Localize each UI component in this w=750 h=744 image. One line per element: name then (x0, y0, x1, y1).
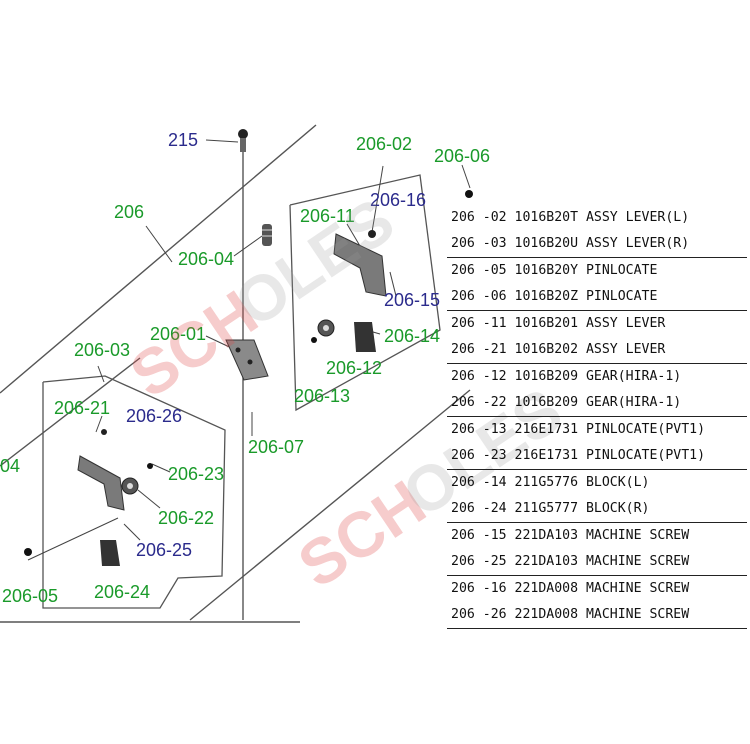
lower-assembly-box (42, 375, 226, 609)
part-206-01-bracket (225, 339, 269, 381)
parts-table-row: 206 -05 1016B20Y PINLOCATE (451, 263, 658, 278)
callout-labels: 215 206 206-02 206-06 206-16 206-11 206-… (0, 130, 490, 606)
callout-215: 215 (168, 130, 198, 150)
callout-206-03: 206-03 (74, 340, 130, 360)
parts-list-table: 206 -02 1016B20T ASSY LEVER(L) 206 -03 10… (447, 205, 747, 629)
part-206-21-lever (77, 429, 125, 511)
parts-table-row: 206 -22 1016B209 GEAR(HIRA-1) (447, 390, 747, 417)
callout-206-23: 206-23 (168, 464, 224, 484)
part-206-12-gear (317, 319, 335, 337)
frame-lines (0, 124, 471, 623)
callout-206-21: 206-21 (54, 398, 110, 418)
parts-table-row: 206 -23 216E1731 PINLOCATE(PVT1) (447, 443, 747, 470)
callout-206-24: 206-24 (94, 582, 150, 602)
parts-table-row: 206 -24 211G5777 BLOCK(R) (447, 496, 747, 523)
callout-206-05: 206-05 (2, 586, 58, 606)
part-206-11-lever (333, 230, 387, 297)
callout-206-13: 206-13 (294, 386, 350, 406)
part-206-05-pin (24, 548, 32, 556)
parts-table-row: 206 -25 221DA103 MACHINE SCREW (447, 549, 747, 576)
callout-206-14: 206-14 (384, 326, 440, 346)
callout-206-11: 206-11 (300, 206, 355, 226)
callout-206-02: 206-02 (356, 134, 412, 154)
parts-table-row: 206 -13 216E1731 PINLOCATE(PVT1) (451, 422, 706, 437)
part-206-04-spring (262, 224, 272, 246)
callout-206-06: 206-06 (434, 146, 490, 166)
part-206-14-block (354, 322, 376, 352)
part-215-rod (238, 129, 248, 152)
part-206-22-gear (121, 477, 139, 495)
callout-206-12: 206-12 (326, 358, 382, 378)
upper-assembly-box (289, 174, 441, 412)
parts-table-row: 206 -06 1016B20Z PINLOCATE (447, 284, 747, 311)
parts-table-row: 206 -15 221DA103 MACHINE SCREW (451, 528, 690, 543)
part-206-06-pin (465, 190, 473, 198)
parts-table-row: 206 -12 1016B209 GEAR(HIRA-1) (451, 369, 682, 384)
parts-table-row: 206 -02 1016B20T ASSY LEVER(L) (451, 210, 690, 225)
parts-table-row: 206 -11 1016B201 ASSY LEVER (451, 316, 666, 331)
leader-lines (27, 139, 471, 561)
callout-206-26: 206-26 (126, 406, 182, 426)
callout-206-22: 206-22 (158, 508, 214, 528)
callout-206-25: 206-25 (136, 540, 192, 560)
callout-04: 04 (0, 456, 20, 476)
callout-206-01: 206-01 (150, 324, 206, 344)
callout-206-16: 206-16 (370, 190, 426, 210)
parts-table-row: 206 -21 1016B202 ASSY LEVER (447, 337, 747, 364)
callout-206: 206 (114, 202, 144, 222)
callout-206-04: 206-04 (178, 249, 234, 269)
callout-206-07: 206-07 (248, 437, 304, 457)
parts-table-row: 206 -03 1016B20U ASSY LEVER(R) (447, 231, 747, 258)
parts-table-row: 206 -14 211G5776 BLOCK(L) (451, 475, 650, 490)
part-206-23-pin (147, 463, 153, 469)
parts-table-row: 206 -16 221DA008 MACHINE SCREW (451, 581, 690, 596)
callout-206-15: 206-15 (384, 290, 440, 310)
parts-table-row: 206 -26 221DA008 MACHINE SCREW (447, 602, 747, 629)
part-206-24-block (100, 540, 120, 566)
part-206-13-pin (311, 337, 317, 343)
